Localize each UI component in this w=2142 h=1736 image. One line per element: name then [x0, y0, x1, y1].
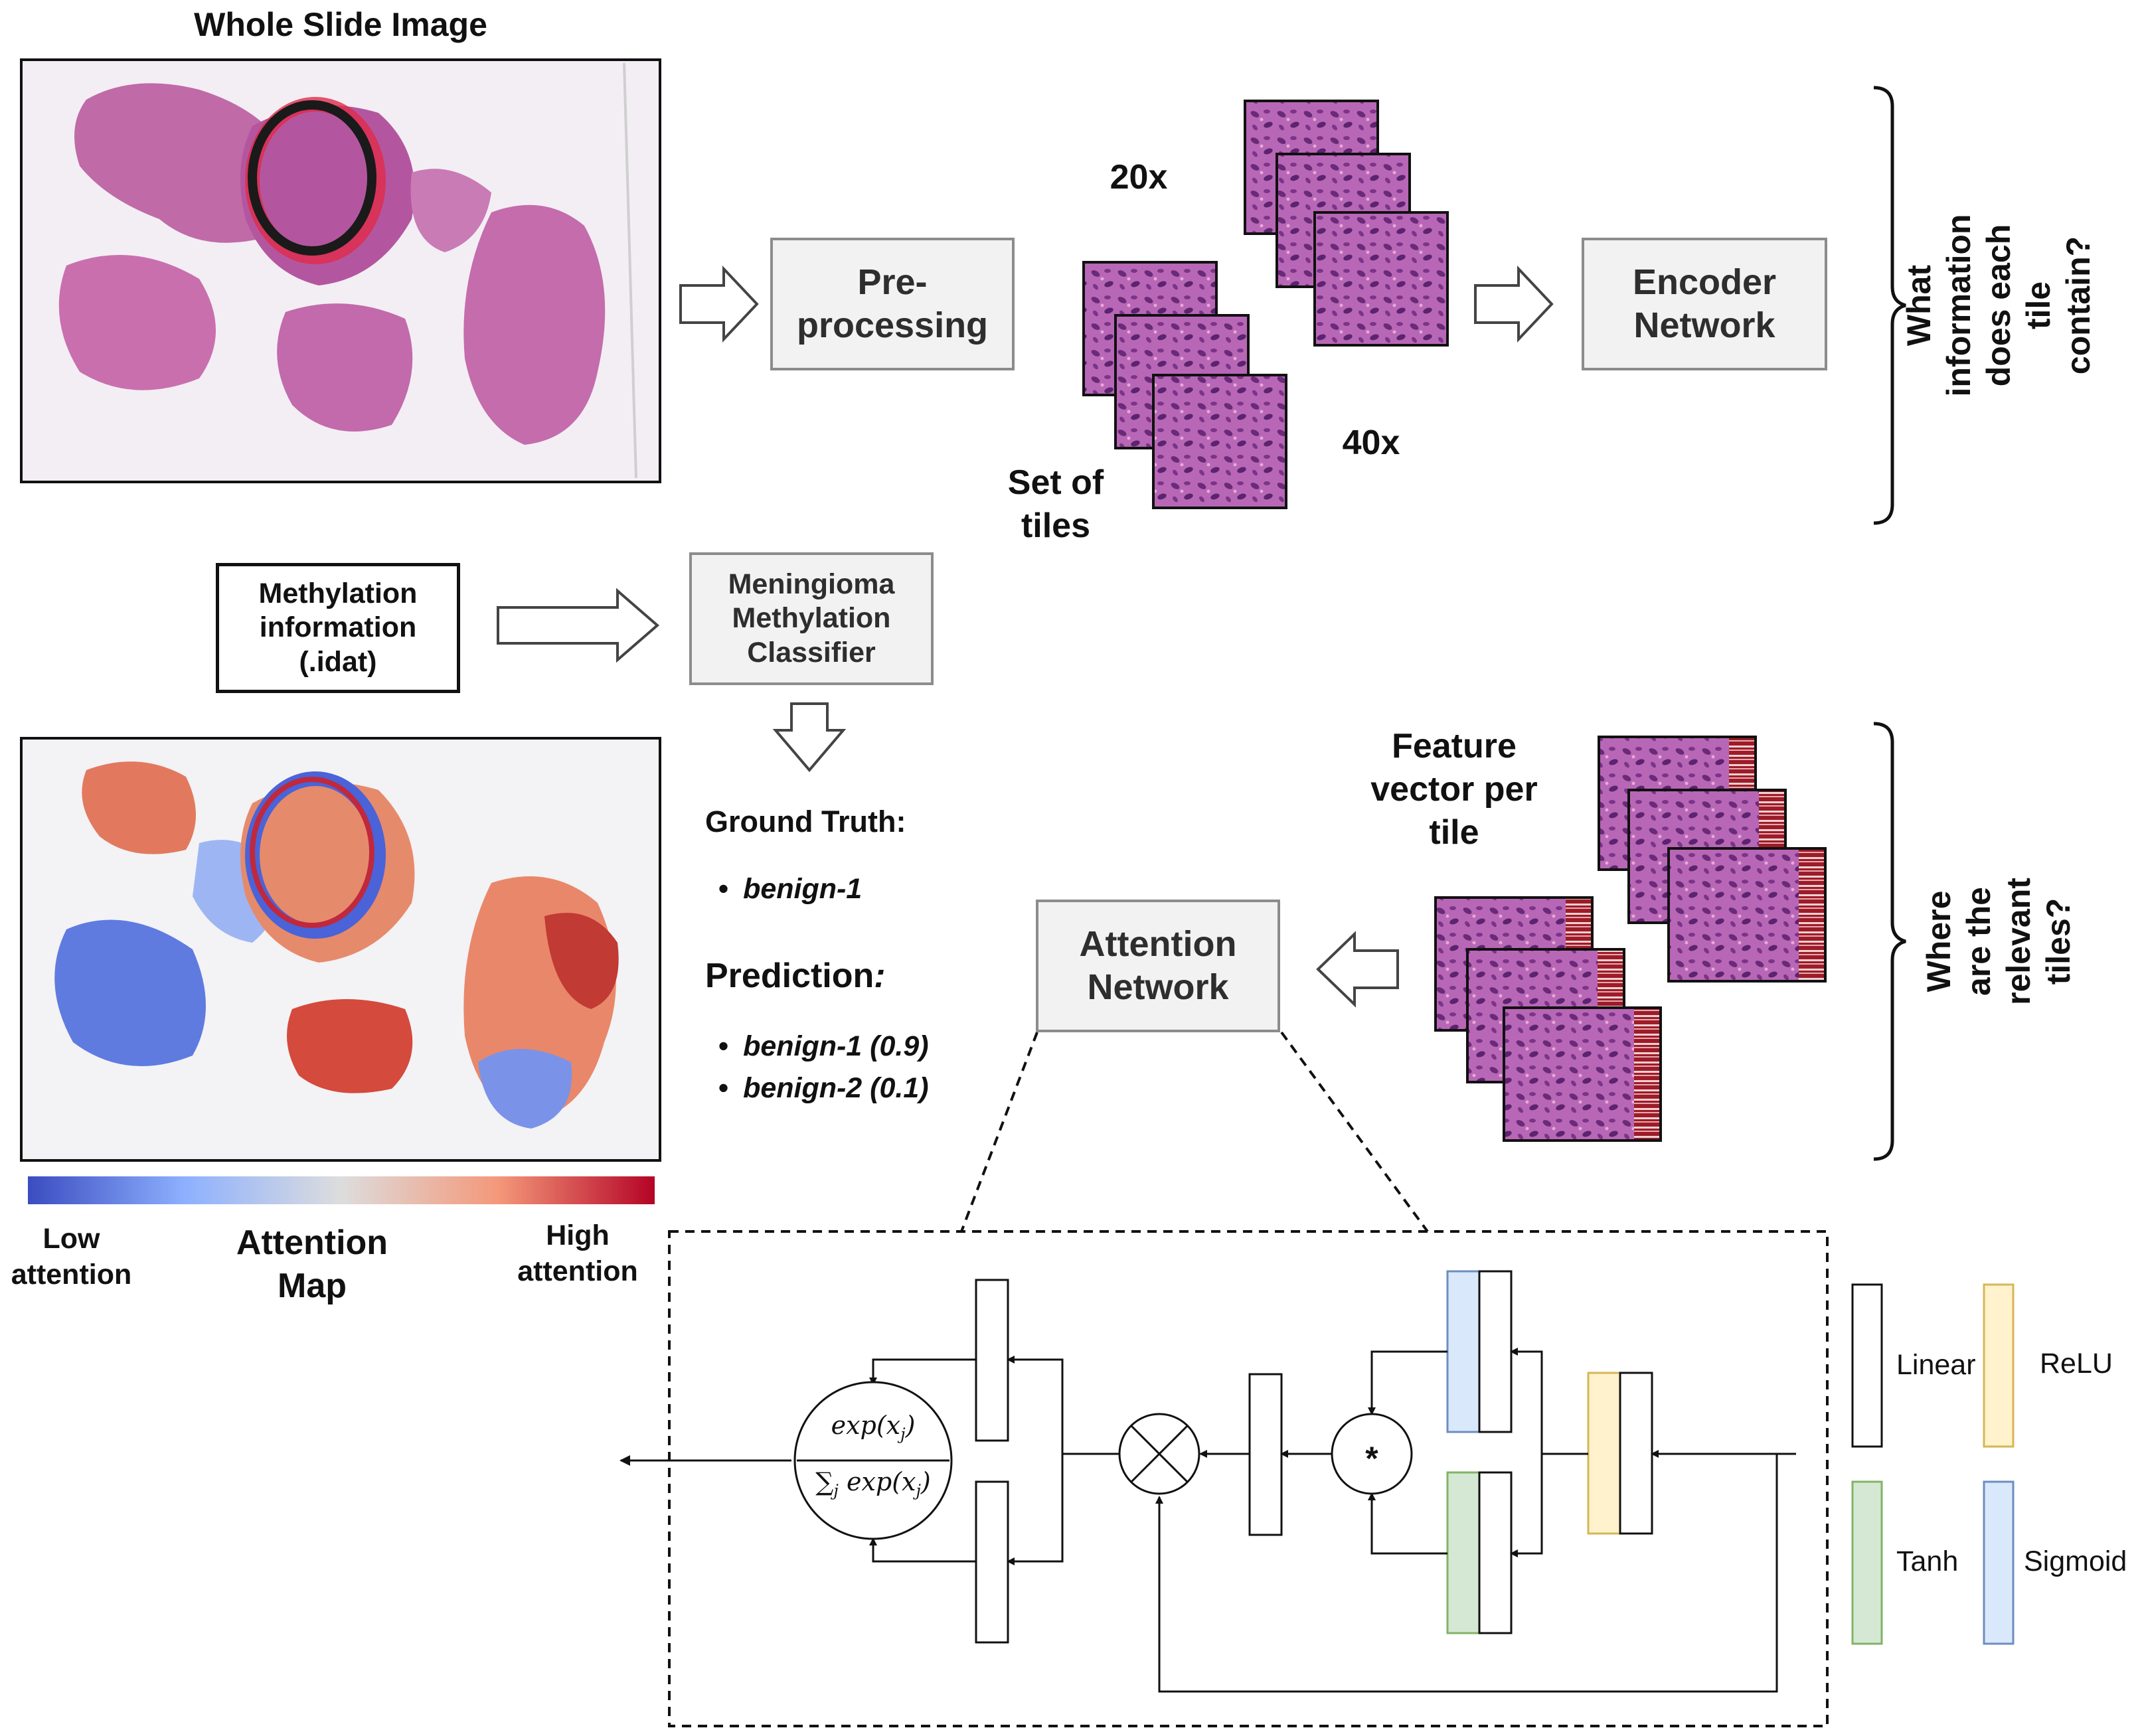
bullet: •	[718, 873, 729, 905]
ground-truth-item: •benign-1	[718, 873, 863, 905]
wsi-title: Whole Slide Image	[194, 6, 487, 43]
high-attention-label: High attention	[517, 1220, 638, 1287]
arrow-features-to-attention	[1316, 931, 1399, 1008]
methylation-input-box: Methylation information (.idat)	[216, 563, 460, 693]
arrow-methylation-to-classifier	[497, 588, 660, 663]
question-bottom: Where are the relevant tiles?	[1920, 878, 2077, 1005]
legend-swatch-relu	[1983, 1283, 2015, 1448]
linear-block-relu	[1619, 1372, 1653, 1535]
softmax-numerator: exp(xj)	[831, 1411, 916, 1444]
low-attention-label: Low attention	[11, 1223, 132, 1291]
feature-vector-label: Feature vector per tile	[1370, 727, 1538, 852]
tanh-block	[1446, 1471, 1481, 1634]
arrow-wsi-to-preprocessing	[679, 265, 759, 343]
preprocessing-label: Pre- processing	[796, 262, 989, 345]
attention-detail-box	[668, 1230, 1829, 1727]
tile-stack-20x	[1244, 100, 1449, 347]
linear-block-top-head	[975, 1279, 1009, 1442]
prediction-item: •benign-1 (0.9)	[718, 1030, 929, 1062]
tissue-region-3	[58, 255, 216, 390]
arrow-classifier-to-results	[772, 702, 847, 773]
legend-label-sigmoid: Sigmoid	[2024, 1545, 2127, 1577]
legend-label-linear: Linear	[1896, 1349, 1976, 1381]
prediction-title: Prediction:	[705, 957, 886, 995]
set-of-tiles-label: Set of tiles	[1007, 463, 1104, 545]
attention-map-slide	[20, 737, 661, 1162]
network-connections	[619, 1348, 1796, 1693]
attention-network-box: Attention Network	[1036, 900, 1280, 1032]
legend-swatch-sigmoid	[1983, 1480, 2015, 1645]
preprocessing-box: Pre- processing	[770, 238, 1015, 370]
feature-tile-stack-2	[1434, 896, 1662, 1142]
relu-block	[1587, 1372, 1621, 1535]
tile-stack-40x	[1082, 261, 1287, 509]
network-layers	[975, 1270, 1653, 1644]
multiply-symbol: *	[1365, 1440, 1378, 1477]
attention-color-bar	[28, 1176, 655, 1204]
tissue-region-5	[463, 204, 606, 445]
tissue-region-6	[410, 169, 491, 252]
methylation-input-label: Methylation information (.idat)	[258, 577, 418, 678]
zoom-line-right	[1280, 1031, 1429, 1233]
softmax-denominator: ∑j exp(xj)	[815, 1467, 931, 1500]
arrow-tiles-to-encoder	[1474, 265, 1554, 343]
legend-swatch-tanh	[1851, 1480, 1883, 1645]
product-node	[1118, 1413, 1200, 1495]
linear-block-tanh	[1478, 1471, 1513, 1634]
encoder-network-box: Encoder Network	[1582, 238, 1827, 370]
brace-bottom	[1873, 722, 1906, 1161]
legend-swatch-linear	[1851, 1283, 1883, 1448]
mag-20x-label: 20x	[1110, 158, 1168, 197]
linear-block-sigmoid	[1478, 1270, 1513, 1433]
tissue-region-1	[74, 83, 283, 243]
classifier-box: Meningioma Methylation Classifier	[689, 552, 934, 685]
feature-tile-stack-1	[1598, 736, 1827, 983]
linear-block-bottom-head	[975, 1480, 1009, 1644]
attention-network-label: Attention Network	[1079, 924, 1237, 1007]
mag-40x-label: 40x	[1342, 424, 1400, 462]
sigmoid-block	[1446, 1270, 1481, 1433]
classifier-label: Meningioma Methylation Classifier	[728, 568, 895, 669]
ground-truth-title: Ground Truth:	[705, 805, 906, 838]
legend-label-tanh: Tanh	[1896, 1545, 1959, 1577]
legend-label-relu: ReLU	[2040, 1348, 2113, 1380]
brace-top	[1873, 86, 1906, 525]
ground-truth-list: •benign-1	[718, 873, 862, 915]
whole-slide-image	[20, 58, 661, 483]
encoder-network-label: Encoder Network	[1632, 262, 1777, 345]
legend-swatches	[1851, 1283, 2015, 1645]
tissue-region-4	[277, 303, 413, 432]
elementwise-multiply-node	[1331, 1413, 1413, 1495]
prediction-item: •benign-2 (0.1)	[718, 1072, 929, 1104]
question-top: What information does each tile contain?	[1900, 214, 2097, 397]
zoom-line-left	[960, 1032, 1038, 1232]
prediction-list: •benign-1 (0.9) •benign-2 (0.1)	[718, 1030, 929, 1114]
attention-map-title: Attention Map	[236, 1223, 388, 1305]
linear-block-middle	[1248, 1373, 1283, 1536]
